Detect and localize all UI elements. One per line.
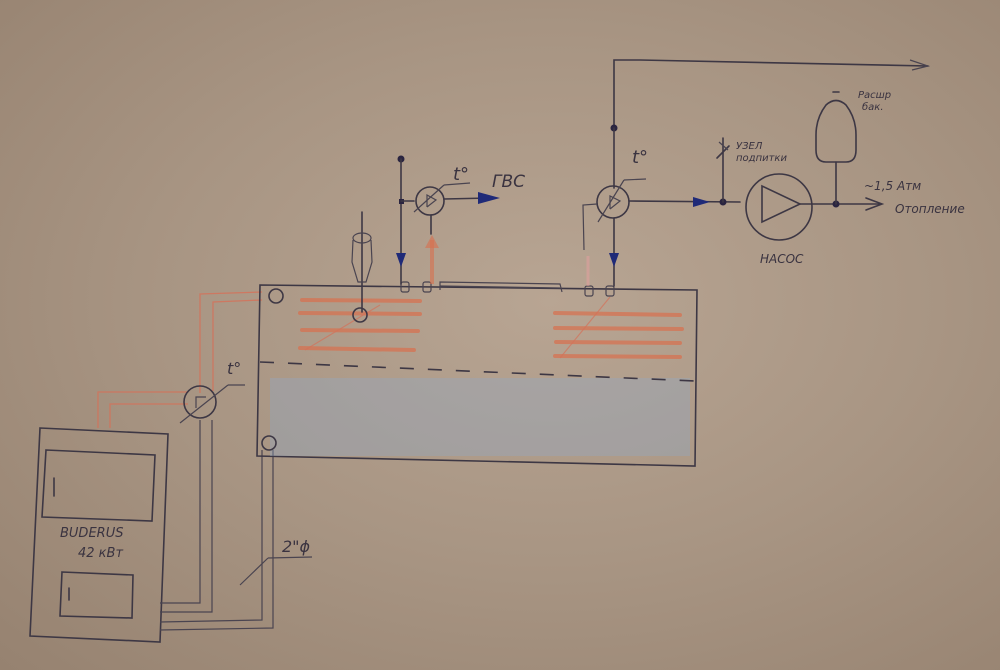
heating-output-label: Отопление bbox=[895, 202, 965, 216]
expansion-tank-label-2: бак. bbox=[862, 101, 884, 113]
boiler-brand-label: BUDERUS bbox=[60, 526, 123, 541]
dhw-loop bbox=[396, 155, 500, 285]
pressure-label: ~1,5 Атм bbox=[864, 179, 921, 193]
buffer-tank bbox=[256, 281, 698, 467]
makeup-node-label-1: УЗЕЛ bbox=[736, 141, 763, 152]
makeup-node-label-2: подпитки bbox=[736, 153, 787, 164]
heating-supply-circuit bbox=[582, 59, 931, 287]
expansion-tank-label-1: Расшр bbox=[858, 90, 891, 101]
boiler-temperature-sensor bbox=[179, 384, 245, 424]
pipe-label-leader bbox=[239, 557, 269, 586]
boiler-sensor-label: t° bbox=[227, 359, 241, 378]
return-pipes bbox=[159, 420, 274, 631]
heating-sensor-label: t° bbox=[632, 147, 648, 168]
tank-probe bbox=[351, 211, 373, 323]
dhw-sensor-label: t° bbox=[453, 164, 469, 185]
pump-label: НАСОС bbox=[760, 252, 804, 266]
hot-supply-pipes bbox=[97, 291, 263, 428]
dhw-label: ГВС bbox=[492, 172, 525, 192]
pipe-diameter-label: 2"ϕ bbox=[282, 537, 311, 556]
boiler-power-label: 42 кВт bbox=[78, 546, 123, 561]
boiler bbox=[29, 427, 169, 643]
